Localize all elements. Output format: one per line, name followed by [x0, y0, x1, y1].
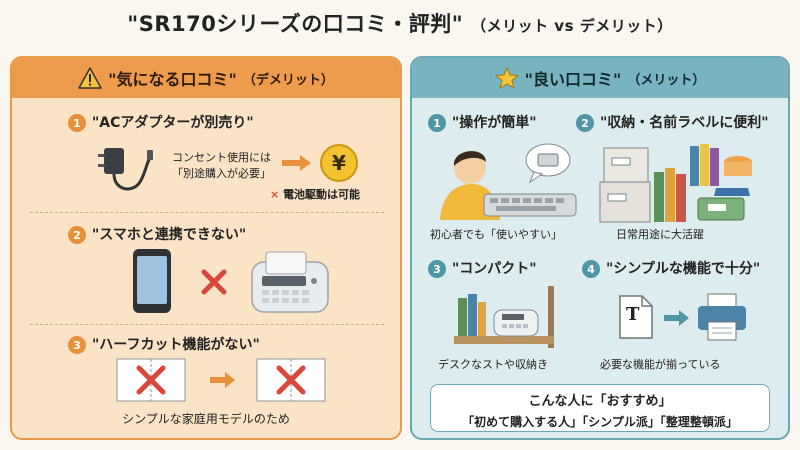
recommendation-title: こんな人に「おすすめ」 — [528, 394, 672, 409]
label-printer-icon — [251, 251, 329, 313]
demerit-panel: "気になる口コミ" （デメリット） 1 "ACアダプターが別売り" コンセント使用… — [10, 56, 402, 440]
merit-item-4-title: "シンプルな機能で十分" — [606, 261, 761, 277]
merit-item-3-title: "コンパクト" — [452, 261, 537, 277]
merit-item-1-caption: 初心者でも「使いやすい」 — [430, 228, 562, 241]
demerit-item-3-title: "ハーフカット機能がない" — [92, 337, 260, 353]
demerit-item-1-title: "ACアダプターが別売り" — [92, 115, 254, 131]
recommendation-box: こんな人に「おすすめ」 「初めて購入する人」「シンプル派」「整理整頓派」 — [430, 384, 770, 432]
compact-printer-shelf-icon — [454, 286, 554, 348]
merit-item-4: 4 "シンプルな機能で十分" — [582, 258, 760, 278]
merit-item-2: 2 "収納・名前ラベルに便利" — [576, 112, 769, 132]
yen-coin-icon: ¥ — [320, 144, 358, 182]
merit-item-4-number: 4 — [582, 260, 600, 278]
star-icon — [494, 67, 519, 89]
demerit-item-1-number: 1 — [68, 114, 86, 132]
merit-item-1-number: 1 — [428, 114, 446, 132]
demerit-item-3-number: 3 — [68, 336, 86, 354]
adapter-note: コンセント使用には 「別途購入が必要」 — [172, 150, 271, 182]
merit-item-1: 1 "操作が簡単" — [428, 112, 537, 132]
page-title: "SR170シリーズの口コミ・評判" （メリット vs デメリット） — [0, 8, 800, 38]
divider — [30, 324, 384, 325]
label-sheet-crossed-icon — [116, 358, 186, 402]
merit-item-3-caption: デスクなストや収納き — [438, 358, 548, 371]
cross-icon — [201, 269, 227, 295]
arrow-right-icon — [210, 372, 235, 388]
adapter-note-line-1: コンセント使用には — [172, 151, 271, 164]
merit-heading-sub: （メリット） — [627, 72, 706, 88]
document-icon — [619, 295, 653, 339]
demerit-item-2: 2 "スマホと連携できない" — [68, 224, 246, 244]
warning-icon — [78, 67, 102, 89]
demerit-item-1: 1 "ACアダプターが別売り" — [68, 112, 254, 132]
demerit-heading-sub: （デメリット） — [242, 72, 334, 88]
smartphone-icon — [133, 249, 171, 313]
printer-icon — [698, 293, 746, 341]
merit-item-2-title: "収納・名前ラベルに便利" — [600, 115, 769, 131]
demerit-item-2-number: 2 — [68, 226, 86, 244]
yen-symbol: ¥ — [332, 151, 346, 175]
demerit-item-3: 3 "ハーフカット機能がない" — [68, 334, 260, 354]
recommendation-targets: 「初めて購入する人」「シンプル派」「整理整頓派」 — [462, 415, 738, 429]
divider — [30, 212, 384, 213]
merit-heading: "良い口コミ" — [524, 70, 622, 89]
person-typing-icon — [440, 143, 577, 220]
merit-panel-header: "良い口コミ" （メリット） — [412, 58, 788, 98]
merit-item-4-caption: 必要な機能が揃っている — [600, 358, 721, 371]
label-sheet-crossed-icon — [256, 358, 326, 402]
arrow-right-icon — [282, 155, 311, 171]
cross-mark: × — [270, 188, 280, 201]
merit-item-3: 3 "コンパクト" — [428, 258, 537, 278]
storage-boxes-icon — [599, 144, 752, 223]
demerit-item-3-caption: シンプルな家庭用モデルのため — [122, 412, 290, 426]
battery-note: × 電池駆動は可能 — [270, 186, 360, 202]
merit-panel: "良い口コミ" （メリット） 1 "操作が簡単" 初心者でも「使いやすい」 2 "収… — [410, 56, 790, 440]
merit-item-1-title: "操作が簡単" — [452, 115, 537, 131]
battery-note-text: 電池駆動は可能 — [283, 188, 361, 201]
demerit-panel-header: "気になる口コミ" （デメリット） — [12, 58, 400, 98]
arrow-right-icon — [664, 310, 689, 326]
merit-item-3-number: 3 — [428, 260, 446, 278]
ac-adapter-icon — [98, 148, 153, 191]
adapter-note-line-2: 「別途購入が必要」 — [172, 167, 271, 180]
merit-item-2-number: 2 — [576, 114, 594, 132]
document-letter: T — [626, 304, 640, 325]
demerit-heading: "気になる口コミ" — [108, 70, 237, 89]
merit-item-2-caption: 日常用途に大活躍 — [616, 228, 704, 241]
demerit-item-2-title: "スマホと連携できない" — [92, 227, 247, 243]
title-sub: （メリット vs デメリット） — [471, 17, 673, 35]
title-main: "SR170シリーズの口コミ・評判" — [127, 12, 464, 36]
